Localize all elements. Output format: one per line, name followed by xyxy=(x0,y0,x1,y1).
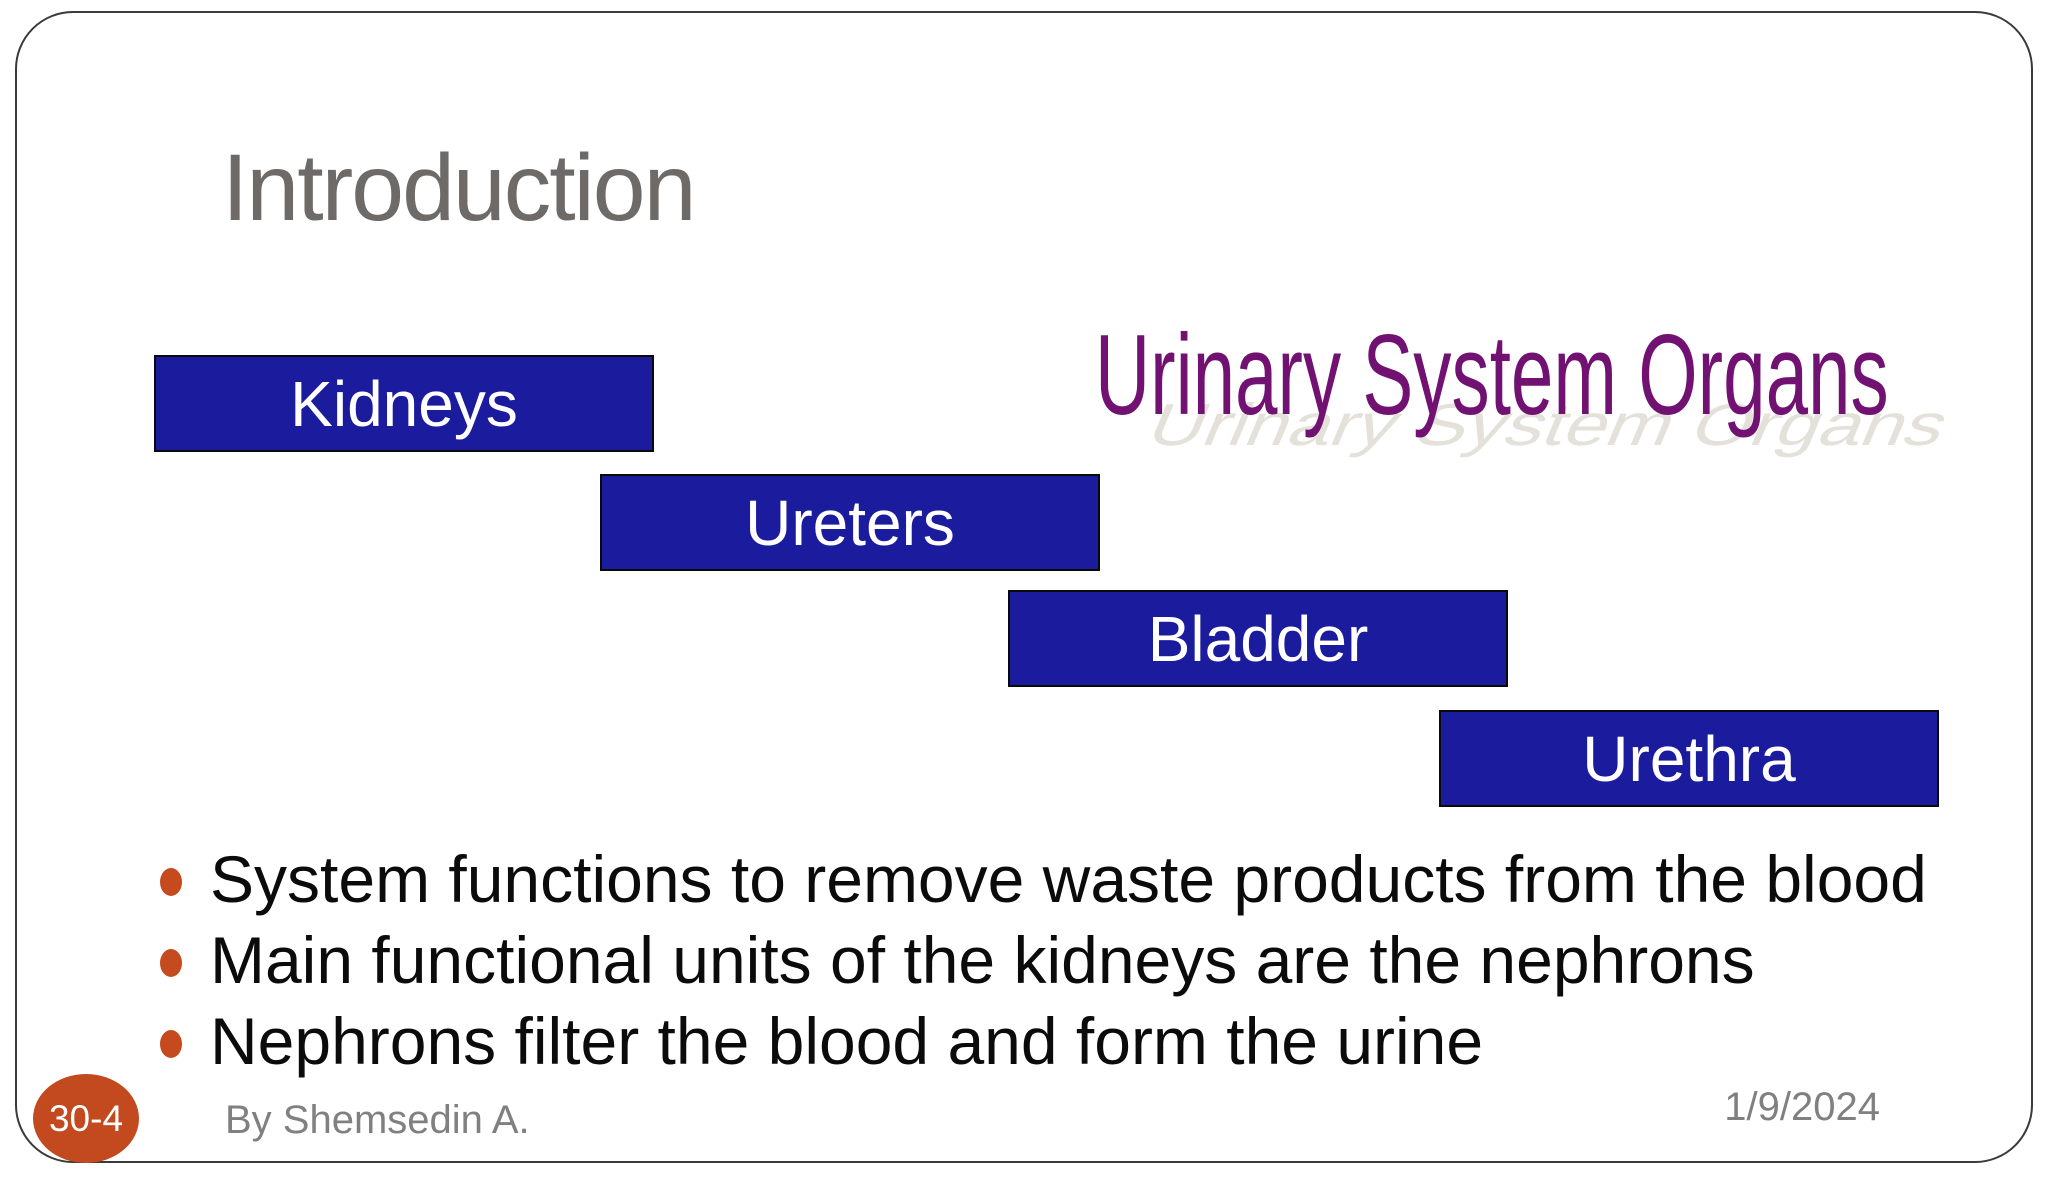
bullet-icon xyxy=(160,1029,182,1058)
page-number-badge: 30-4 xyxy=(33,1074,139,1163)
bullet-text: Main functional units of the kidneys are… xyxy=(210,922,1755,997)
slide-date: 1/9/2024 xyxy=(1724,1085,1880,1129)
bullet-text: System functions to remove waste product… xyxy=(210,841,1927,916)
organ-box-ureters: Ureters xyxy=(586,462,1100,571)
organ-box-bladder: Bladder xyxy=(994,578,1508,687)
organ-box-label: Bladder xyxy=(1147,602,1369,675)
page-number: 30-4 xyxy=(48,1097,124,1139)
org-heading: Urinary System Organs Urinary System Org… xyxy=(1095,316,1995,516)
bullet-item: Nephrons filter the blood and form the u… xyxy=(160,1000,1927,1081)
slide-title: Introduction xyxy=(222,135,696,241)
bullet-icon xyxy=(160,867,182,896)
author-byline: By Shemsedin A. xyxy=(225,1098,530,1142)
bullet-item: Main functional units of the kidneys are… xyxy=(160,919,1927,1000)
slide-border xyxy=(15,11,2033,1163)
org-heading-text: Urinary System Organs xyxy=(1095,312,1889,439)
bullet-item: System functions to remove waste product… xyxy=(160,838,1927,919)
organ-box-urethra: Urethra xyxy=(1425,698,1939,807)
organ-box-label: Kidneys xyxy=(290,367,518,440)
bullet-text: Nephrons filter the blood and form the u… xyxy=(210,1003,1484,1078)
organ-box-label: Urethra xyxy=(1582,722,1796,795)
bullet-list: System functions to remove waste product… xyxy=(160,838,1927,1081)
organ-box-label: Ureters xyxy=(745,486,955,559)
bullet-icon xyxy=(160,948,182,977)
organ-box-kidneys: Kidneys xyxy=(140,343,654,452)
